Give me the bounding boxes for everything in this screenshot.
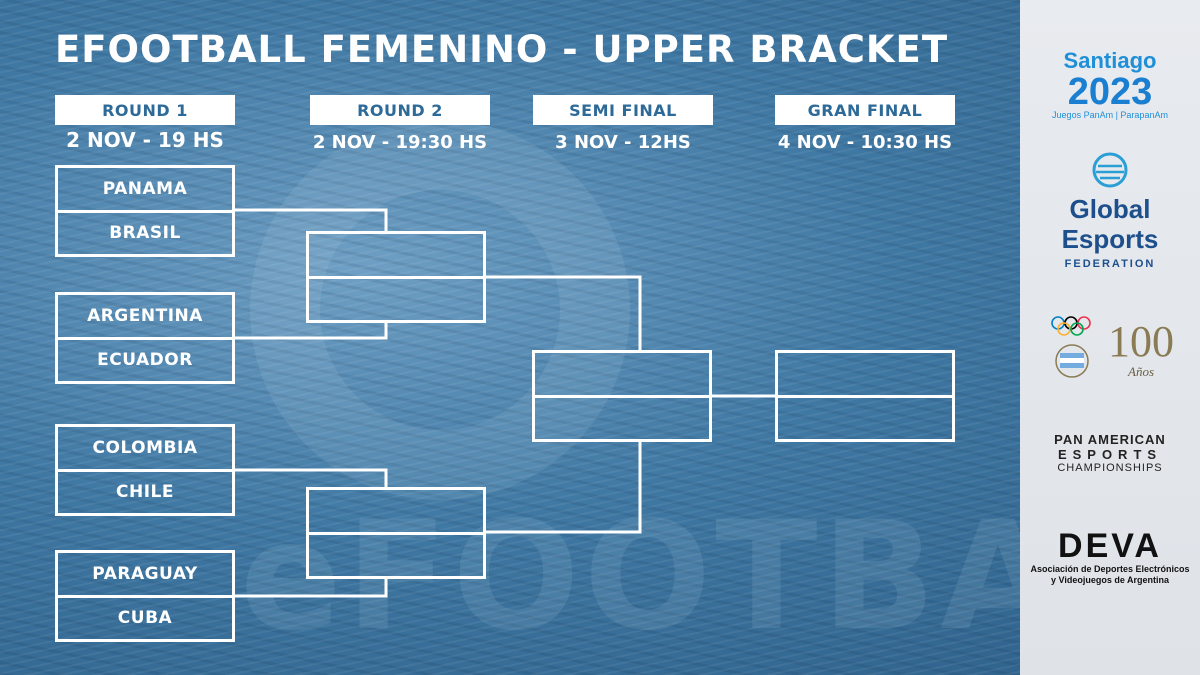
olympic-rings-emblem-icon bbox=[1051, 316, 1091, 378]
round-2-date: 2 NOV - 19:30 HS bbox=[312, 132, 488, 153]
deva-wordmark: DEVA bbox=[1058, 527, 1162, 565]
santiago-subtitle: Juegos PanAm | ParapanAm bbox=[1052, 110, 1168, 120]
comite-olimpico-argentino-logo: 100 Años bbox=[1020, 315, 1200, 385]
pan-line-2: ESPORTS bbox=[1057, 447, 1163, 462]
deva-line-1: Asociación de Deportes Electrónicos bbox=[1030, 564, 1190, 574]
sponsor-sidebar: Santiago 2023 Juegos PanAm | ParapanAm G… bbox=[1020, 0, 1200, 675]
santiago-2023-logo: Santiago 2023 Juegos PanAm | ParapanAm bbox=[1020, 48, 1200, 120]
match-r1-2: ARGENTINA ECUADOR bbox=[55, 292, 235, 384]
deva-line-2: y Videojuegos de Argentina bbox=[1050, 575, 1170, 585]
team-slot-empty bbox=[309, 275, 483, 321]
coa-number: 100 bbox=[1108, 317, 1174, 366]
gef-line-1: Global bbox=[1069, 194, 1151, 224]
team-slot: COLOMBIA bbox=[92, 437, 198, 458]
match-semi-final bbox=[532, 350, 712, 442]
team-slot: CHILE bbox=[58, 468, 232, 514]
santiago-wordmark: Santiago bbox=[1063, 48, 1157, 73]
team-slot-empty bbox=[309, 234, 483, 276]
team-slot-empty bbox=[778, 353, 952, 395]
match-r1-1: PANAMA BRASIL bbox=[55, 165, 235, 257]
pan-american-esports-logo: PAN AMERICAN ESPORTS CHAMPIONSHIPS bbox=[1020, 432, 1200, 474]
connector-r2m2 bbox=[486, 441, 642, 534]
round-1-label: ROUND 1 bbox=[55, 95, 235, 125]
connector-r1m1 bbox=[235, 208, 388, 232]
team-slot: ARGENTINA bbox=[87, 305, 203, 326]
round-2-label: ROUND 2 bbox=[310, 95, 490, 125]
coa-subtitle: Años bbox=[1128, 364, 1154, 379]
semi-final-label: SEMI FINAL bbox=[533, 95, 713, 125]
team-slot: ECUADOR bbox=[58, 336, 232, 382]
team-slot-empty bbox=[309, 490, 483, 532]
globe-icon bbox=[1092, 152, 1128, 188]
team-slot-empty bbox=[778, 394, 952, 440]
deva-logo: DEVA Asociación de Deportes Electrónicos… bbox=[1020, 528, 1200, 586]
gran-final-label: GRAN FINAL bbox=[775, 95, 955, 125]
gef-line-2: Esports bbox=[1061, 224, 1159, 254]
match-r1-4: PARAGUAY CUBA bbox=[55, 550, 235, 642]
match-r2-1 bbox=[306, 231, 486, 323]
team-slot-empty bbox=[535, 394, 709, 440]
page-title: EFOOTBALL FEMENINO - UPPER BRACKET bbox=[55, 28, 949, 71]
bracket-connectors bbox=[0, 0, 1020, 675]
pan-line-1: PAN AMERICAN bbox=[1054, 432, 1166, 447]
connector-r1m3 bbox=[235, 468, 388, 488]
match-r1-3: COLOMBIA CHILE bbox=[55, 424, 235, 516]
team-slot: PANAMA bbox=[102, 178, 188, 199]
connector-r2m1 bbox=[486, 275, 642, 351]
match-r2-2 bbox=[306, 487, 486, 579]
gran-final-date: 4 NOV - 10:30 HS bbox=[777, 132, 953, 153]
semi-final-date: 3 NOV - 12HS bbox=[555, 132, 691, 153]
connector-r1m4 bbox=[235, 578, 388, 598]
gef-line-3: FEDERATION bbox=[1064, 258, 1156, 270]
pan-line-3: CHAMPIONSHIPS bbox=[1057, 462, 1163, 474]
match-gran-final bbox=[775, 350, 955, 442]
connector-r1m2 bbox=[235, 322, 388, 340]
team-slot: BRASIL bbox=[58, 209, 232, 255]
team-slot: CUBA bbox=[58, 594, 232, 640]
team-slot-empty bbox=[309, 531, 483, 577]
team-slot-empty bbox=[535, 353, 709, 395]
global-esports-federation-logo: Global Esports FEDERATION bbox=[1020, 150, 1200, 270]
santiago-year: 2023 bbox=[1067, 71, 1153, 113]
round-1-date: 2 NOV - 19 HS bbox=[66, 128, 224, 152]
team-slot: PARAGUAY bbox=[92, 563, 198, 584]
